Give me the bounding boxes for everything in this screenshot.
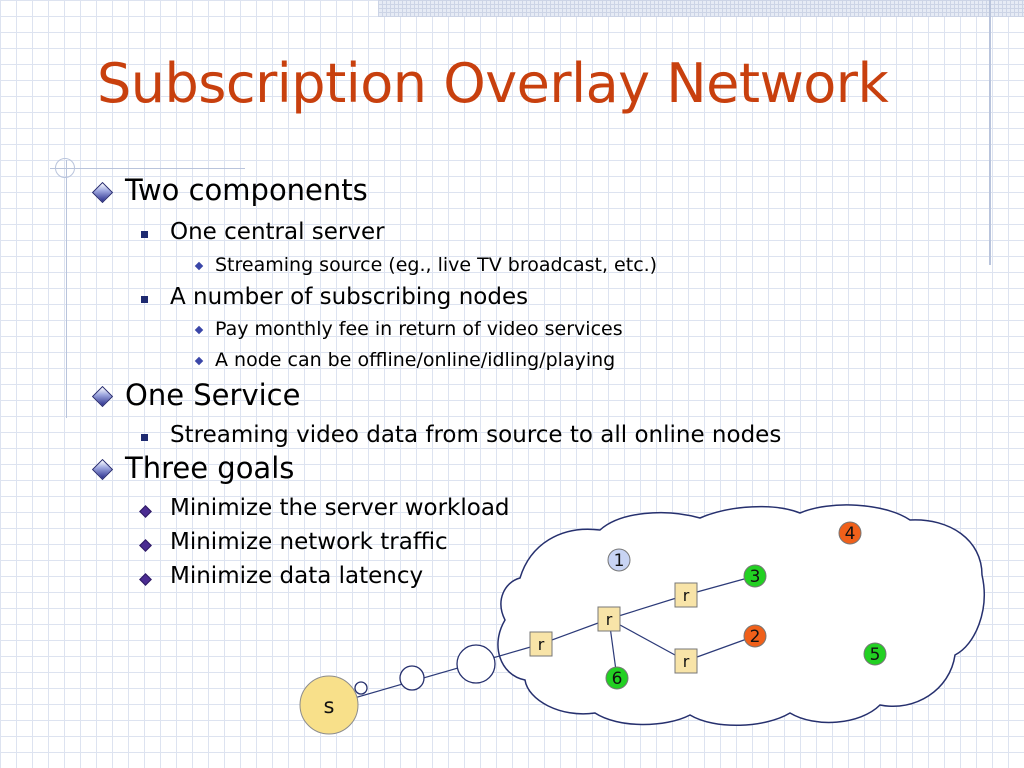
svg-text:2: 2 [750, 627, 761, 647]
router-box: r [674, 582, 698, 608]
decorative-ring-icon [55, 158, 75, 178]
node-1: 1 [607, 548, 631, 572]
edge-source-router [329, 643, 542, 706]
bubble-circle-large [456, 644, 496, 684]
svg-text:4: 4 [845, 524, 856, 544]
node-5: 5 [863, 642, 887, 666]
node-6: 6 [605, 666, 629, 690]
svg-text:r: r [606, 610, 613, 629]
svg-text:r: r [538, 635, 545, 654]
svg-text:3: 3 [750, 567, 761, 587]
edge-router-router-lower [608, 618, 687, 662]
node-3: 3 [743, 564, 767, 588]
bubble-circle-small [354, 681, 368, 695]
svg-text:1: 1 [614, 551, 625, 571]
decorative-horizontal-line [50, 168, 245, 169]
source-label: s [324, 694, 335, 718]
router-box: r [597, 606, 621, 632]
node-2: 2 [743, 624, 767, 648]
node-4: 4 [838, 521, 862, 545]
router-box: r [529, 631, 553, 657]
source-node [299, 675, 359, 735]
network-cloud [497, 504, 985, 727]
edge-router-router-upper [608, 594, 687, 620]
svg-text:r: r [683, 586, 690, 605]
decorative-left-line [66, 160, 67, 418]
bubble-circle-medium [399, 665, 425, 691]
corner-pattern-band [378, 0, 1024, 17]
router-box: r [674, 648, 698, 674]
decorative-vertical-line [989, 0, 991, 265]
slide-title: Subscription Overlay Network [97, 52, 889, 115]
svg-text:5: 5 [870, 645, 881, 665]
svg-text:6: 6 [612, 669, 623, 689]
svg-text:r: r [683, 652, 690, 671]
